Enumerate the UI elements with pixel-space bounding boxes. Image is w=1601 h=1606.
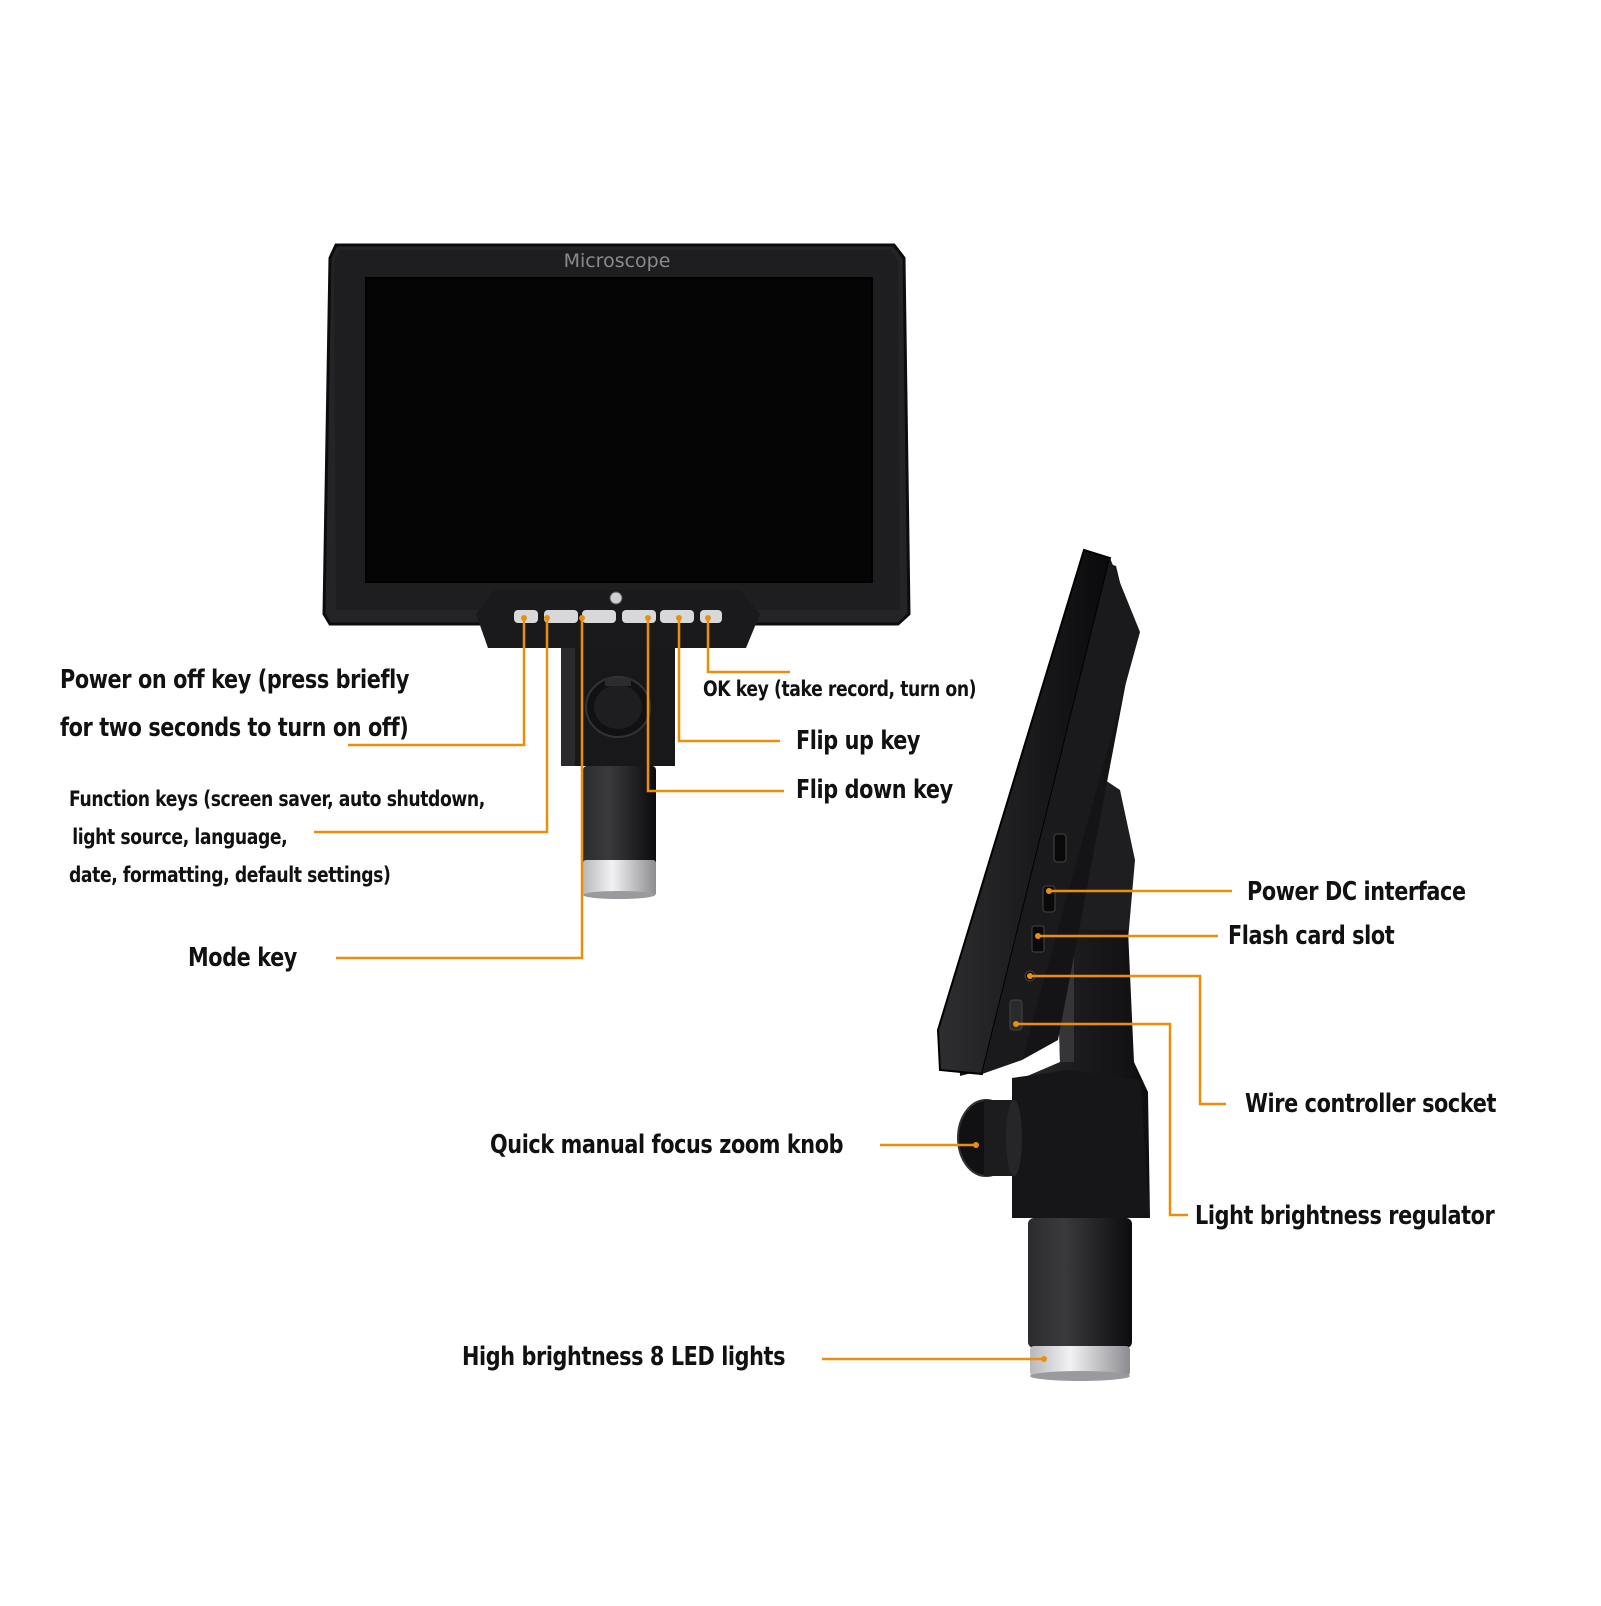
label-led-lights: High brightness 8 LED lights: [462, 1342, 786, 1372]
front-screen: [365, 277, 873, 583]
leader-flip-down-key: [646, 618, 784, 793]
label-power-key-line-1: Power on off key (press briefly: [60, 665, 409, 695]
power-dc-port[interactable]: [1042, 885, 1056, 913]
label-flash-card: Flash card slot: [1228, 921, 1395, 951]
label-function-keys-line-3: date, formatting, default settings): [69, 863, 391, 887]
label-mode-key: Mode key: [188, 943, 297, 973]
front-led-ring: [583, 860, 656, 896]
leader-lines: [314, 618, 1232, 1361]
ok-button[interactable]: [700, 610, 722, 623]
label-power-dc: Power DC interface: [1247, 877, 1466, 907]
label-power-key: Power on off key (press briefly for two …: [60, 656, 409, 752]
side-focus-knob: [957, 1099, 1022, 1177]
label-flip-down-key: Flip down key: [796, 775, 953, 805]
leader-function-keys: [314, 618, 549, 834]
side-led-ring: [1030, 1346, 1130, 1376]
function-button[interactable]: [544, 610, 578, 623]
side-monitor-face: [936, 548, 1112, 1076]
label-function-keys-line-2: light source, language,: [72, 825, 288, 849]
side-lens-tube: [1028, 1218, 1132, 1348]
mode-button[interactable]: [582, 610, 616, 623]
label-ok-key: OK key (take record, turn on): [703, 677, 977, 701]
flip-down-button[interactable]: [622, 610, 656, 623]
label-function-keys: Function keys (screen saver, auto shutdo…: [69, 780, 485, 894]
front-view-device: Microscope: [322, 243, 911, 899]
side-view-device: [936, 548, 1150, 1381]
front-light-sensor: [609, 591, 623, 605]
leader-ok-key: [706, 618, 790, 674]
leader-brightness-regulator: [1016, 1022, 1188, 1217]
label-wire-controller: Wire controller socket: [1245, 1089, 1496, 1119]
label-flip-up-key: Flip up key: [796, 726, 921, 756]
brightness-dial[interactable]: [1009, 999, 1023, 1031]
leader-flip-up-key: [677, 618, 780, 743]
label-power-key-line-2: for two seconds to turn on off): [60, 713, 409, 743]
hdmi-port: [1053, 833, 1067, 863]
label-brightness-regulator: Light brightness regulator: [1195, 1201, 1495, 1231]
label-function-keys-line-1: Function keys (screen saver, auto shutdo…: [69, 787, 485, 811]
front-lens-tube: [583, 766, 656, 874]
label-focus-knob: Quick manual focus zoom knob: [490, 1130, 844, 1160]
leader-wire-controller: [1030, 974, 1226, 1106]
side-lens-block: [1012, 1070, 1150, 1218]
front-focus-knob: [585, 676, 651, 738]
leader-dots: [521, 615, 1052, 1362]
leader-power-key: [348, 618, 526, 747]
leader-mode-key: [336, 618, 584, 960]
front-brand-text: Microscope: [564, 250, 671, 272]
